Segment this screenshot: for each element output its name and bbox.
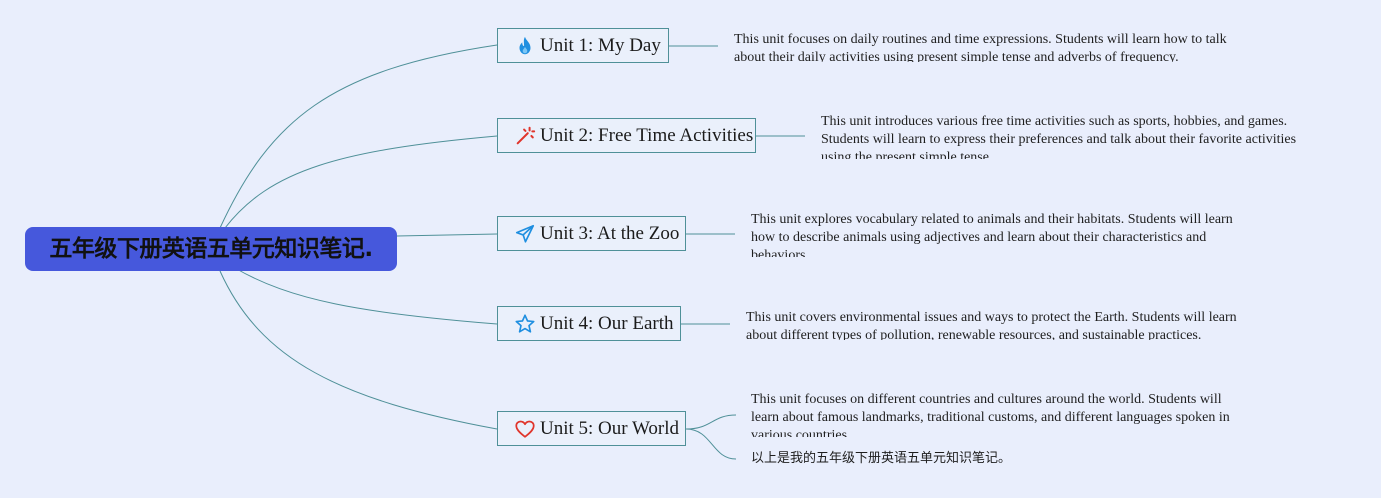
magic-wand-icon: [514, 125, 536, 147]
unit-1-description: This unit focuses on daily routines and …: [734, 32, 1227, 62]
unit-3-node[interactable]: Unit 3: At the Zoo: [497, 216, 686, 251]
star-icon: [514, 313, 536, 335]
branch-line-unit-3: [396, 233, 498, 237]
unit-5-description: This unit focuses on different countries…: [751, 392, 1230, 437]
unit-4-description: This unit covers environmental issues an…: [746, 310, 1237, 340]
unit-3-description: This unit explores vocabulary related to…: [751, 212, 1233, 257]
unit-5-label: Unit 5: Our World: [540, 417, 680, 439]
unit-1-node[interactable]: Unit 1: My Day: [497, 28, 669, 63]
desc-line-unit-5a: [685, 414, 737, 430]
branch-line-unit-1: [219, 44, 498, 229]
paper-plane-icon: [514, 223, 536, 245]
unit-5-node[interactable]: Unit 5: Our World: [497, 411, 686, 446]
unit-1-label: Unit 1: My Day: [540, 34, 661, 56]
unit-4-label: Unit 4: Our Earth: [540, 312, 674, 334]
desc-line-unit-5b: [685, 428, 737, 460]
unit-3-label: Unit 3: At the Zoo: [540, 222, 680, 244]
root-topic[interactable]: 五年级下册英语五单元知识笔记.: [25, 227, 397, 271]
heart-icon: [514, 418, 536, 440]
branch-line-unit-2: [224, 135, 498, 229]
unit-2-label: Unit 2: Free Time Activities: [540, 124, 754, 146]
unit-2-node[interactable]: Unit 2: Free Time Activities: [497, 118, 756, 153]
unit-4-node[interactable]: Unit 4: Our Earth: [497, 306, 681, 341]
summary-note: 以上是我的五年级下册英语五单元知识笔记。: [751, 451, 1012, 466]
unit-2-description: This unit introduces various free time a…: [821, 114, 1297, 159]
branch-line-unit-4: [234, 267, 498, 325]
branch-line-unit-5: [219, 270, 498, 430]
fire-icon: [514, 35, 536, 57]
